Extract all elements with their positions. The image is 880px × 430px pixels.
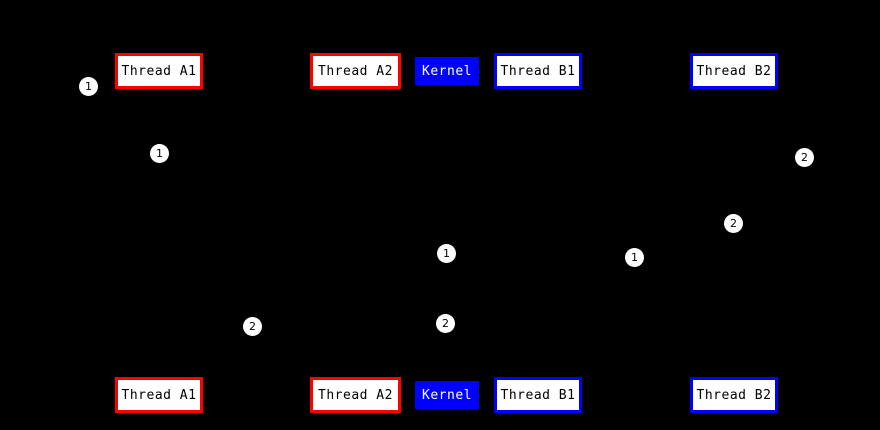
badge-2-b: 2 — [436, 314, 455, 333]
badge-2-a: 2 — [243, 317, 262, 336]
msg-a1-to-a2 — [159, 155, 355, 156]
badge-1-b: 1 — [150, 144, 169, 163]
lifeline-thread-a2 — [355, 89, 356, 377]
msg-a2-return — [253, 324, 355, 325]
lifeline-kernel — [447, 85, 448, 381]
participant-thread-b1-bottom[interactable]: Thread B1 — [494, 377, 582, 413]
msg-kernel-to-b1-arrowhead — [531, 254, 538, 262]
msg-kernel-to-b1 — [447, 258, 538, 259]
badge-2-d: 2 — [795, 148, 814, 167]
participant-thread-b2-top[interactable]: Thread B2 — [690, 53, 778, 89]
msg-a2-to-kernel — [355, 255, 447, 256]
badge-2-c: 2 — [724, 214, 743, 233]
msg-b1-to-b2 — [538, 224, 734, 225]
participant-thread-a2-top[interactable]: Thread A2 — [310, 53, 401, 89]
msg-b2-return — [734, 158, 805, 159]
participant-thread-a1-bottom[interactable]: Thread A1 — [115, 377, 203, 413]
participant-kernel-bottom[interactable]: Kernel — [415, 381, 479, 409]
lifeline-thread-b1 — [538, 89, 539, 377]
lifeline-thread-a1 — [159, 89, 160, 377]
participant-thread-b2-bottom[interactable]: Thread B2 — [690, 377, 778, 413]
lifeline-thread-b2 — [734, 89, 735, 377]
badge-1-d: 1 — [625, 248, 644, 267]
badge-1-a: 1 — [79, 77, 98, 96]
msg-a1-to-a2-arrowhead — [348, 151, 355, 159]
participant-thread-a1-top[interactable]: Thread A1 — [115, 53, 203, 89]
participant-thread-b1-top[interactable]: Thread B1 — [494, 53, 582, 89]
badge-1-c: 1 — [437, 244, 456, 263]
participant-kernel-top[interactable]: Kernel — [415, 57, 479, 85]
participant-thread-a2-bottom[interactable]: Thread A2 — [310, 377, 401, 413]
